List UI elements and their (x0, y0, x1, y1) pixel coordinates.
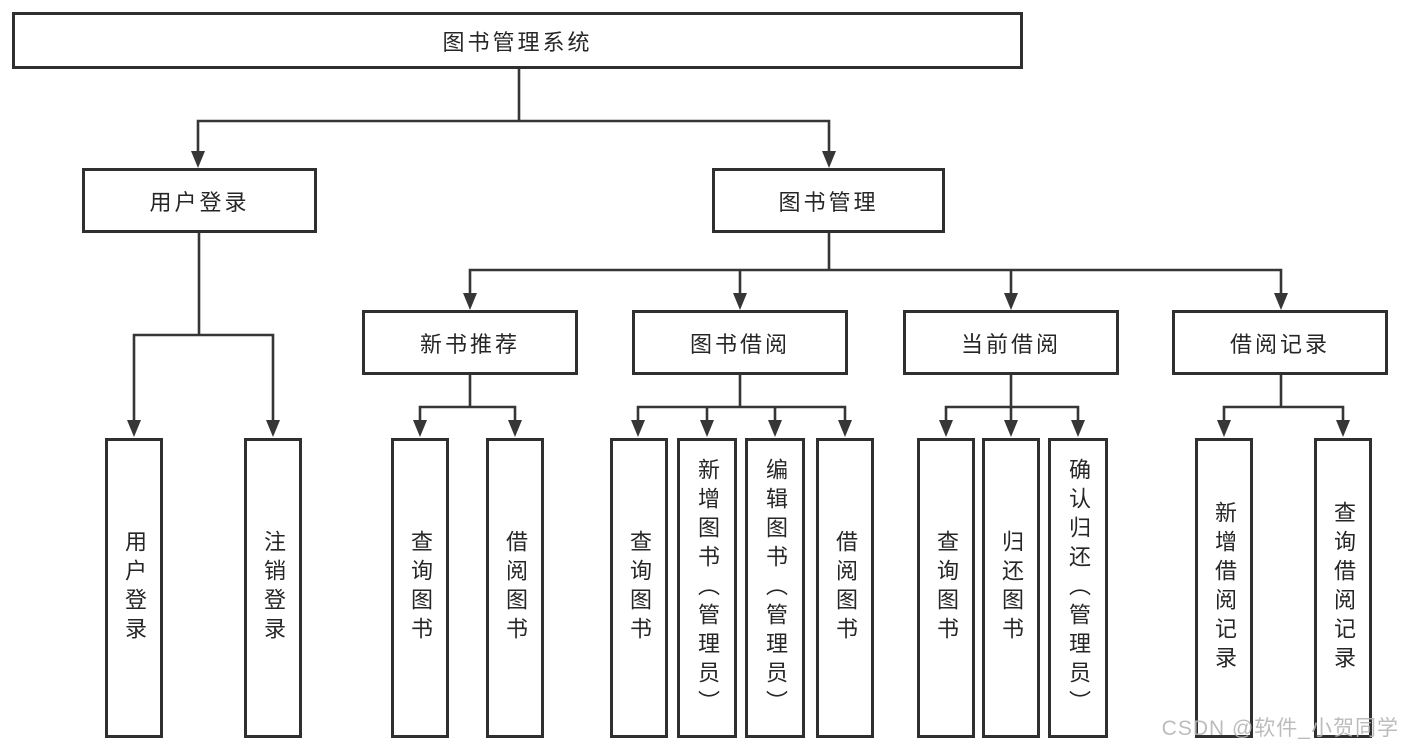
node-label: 查询图书 (408, 530, 433, 646)
leaf-borrow-query-book: 查询图书 (610, 438, 668, 738)
node-label: 查询图书 (934, 530, 959, 646)
leaf-add-borrow-record: 新增借阅记录 (1195, 438, 1253, 738)
edge-new-book-to-leaves (413, 375, 522, 437)
node-label: 新书推荐 (419, 331, 520, 357)
arrowhead (733, 293, 747, 310)
leaf-return-book: 归还图书 (982, 438, 1040, 738)
arrowhead (768, 420, 782, 437)
node-book-borrow: 图书借阅 (632, 310, 848, 375)
node-label: 借阅记录 (1229, 331, 1330, 357)
node-label: 归还图书 (999, 530, 1024, 646)
node-label: 当前借阅 (960, 331, 1061, 357)
node-borrow-record: 借阅记录 (1172, 310, 1388, 375)
leaf-edit-book-admin: 编辑图书（管理员） (745, 438, 805, 738)
edge-book-management-to-level3 (463, 233, 1288, 310)
node-current-borrow: 当前借阅 (903, 310, 1119, 375)
node-new-book-recommend: 新书推荐 (362, 310, 578, 375)
node-label: 查询图书 (627, 530, 652, 646)
leaf-newbook-query-book: 查询图书 (391, 438, 449, 738)
leaf-borrow-borrow-book: 借阅图书 (816, 438, 874, 738)
arrowhead (1217, 420, 1231, 437)
leaf-logout: 注销登录 (244, 438, 302, 738)
node-label: 查询借阅记录 (1331, 501, 1356, 675)
node-label: 用户登录 (122, 530, 147, 646)
node-label: 借阅图书 (833, 530, 858, 646)
node-root: 图书管理系统 (12, 12, 1023, 69)
leaf-user-login: 用户登录 (105, 438, 163, 738)
edge-borrow-record-to-leaves (1217, 375, 1350, 437)
leaf-confirm-return-admin: 确认归还（管理员） (1048, 438, 1108, 738)
arrowhead (508, 420, 522, 437)
edge-current-borrow-to-leaves (939, 375, 1085, 437)
leaf-add-book-admin: 新增图书（管理员） (677, 438, 737, 738)
node-label: 确认归还（管理员） (1066, 457, 1091, 719)
arrowhead (1274, 293, 1288, 310)
node-user-login: 用户登录 (82, 168, 317, 233)
arrowhead (700, 420, 714, 437)
arrowhead (266, 420, 280, 437)
arrowhead (1071, 420, 1085, 437)
node-label: 新增图书（管理员） (695, 457, 720, 719)
arrowhead (838, 420, 852, 437)
leaf-query-borrow-record: 查询借阅记录 (1314, 438, 1372, 738)
node-label: 图书借阅 (689, 331, 790, 357)
node-label: 图书管理系统 (442, 29, 593, 55)
leaf-current-query-book: 查询图书 (917, 438, 975, 738)
arrowhead (1004, 420, 1018, 437)
node-label: 编辑图书（管理员） (763, 457, 788, 719)
node-label: 图书管理 (778, 189, 879, 215)
watermark: CSDN @软件_小贺同学 (1161, 717, 1399, 740)
arrowhead (463, 293, 477, 310)
node-label: 借阅图书 (503, 530, 528, 646)
edge-root-to-level2 (191, 68, 836, 168)
edge-user-login-to-leaves (127, 233, 280, 437)
node-book-management: 图书管理 (712, 168, 945, 233)
arrowhead (822, 151, 836, 168)
node-label: 注销登录 (261, 530, 286, 646)
arrowhead (939, 420, 953, 437)
edge-book-borrow-to-leaves (631, 375, 852, 437)
arrowhead (413, 420, 427, 437)
arrowhead (631, 420, 645, 437)
arrowhead (1004, 293, 1018, 310)
arrowhead (127, 420, 141, 437)
node-label: 新增借阅记录 (1212, 501, 1237, 675)
leaf-newbook-borrow-book: 借阅图书 (486, 438, 544, 738)
arrowhead (1336, 420, 1350, 437)
node-label: 用户登录 (149, 189, 250, 215)
arrowhead (191, 151, 205, 168)
